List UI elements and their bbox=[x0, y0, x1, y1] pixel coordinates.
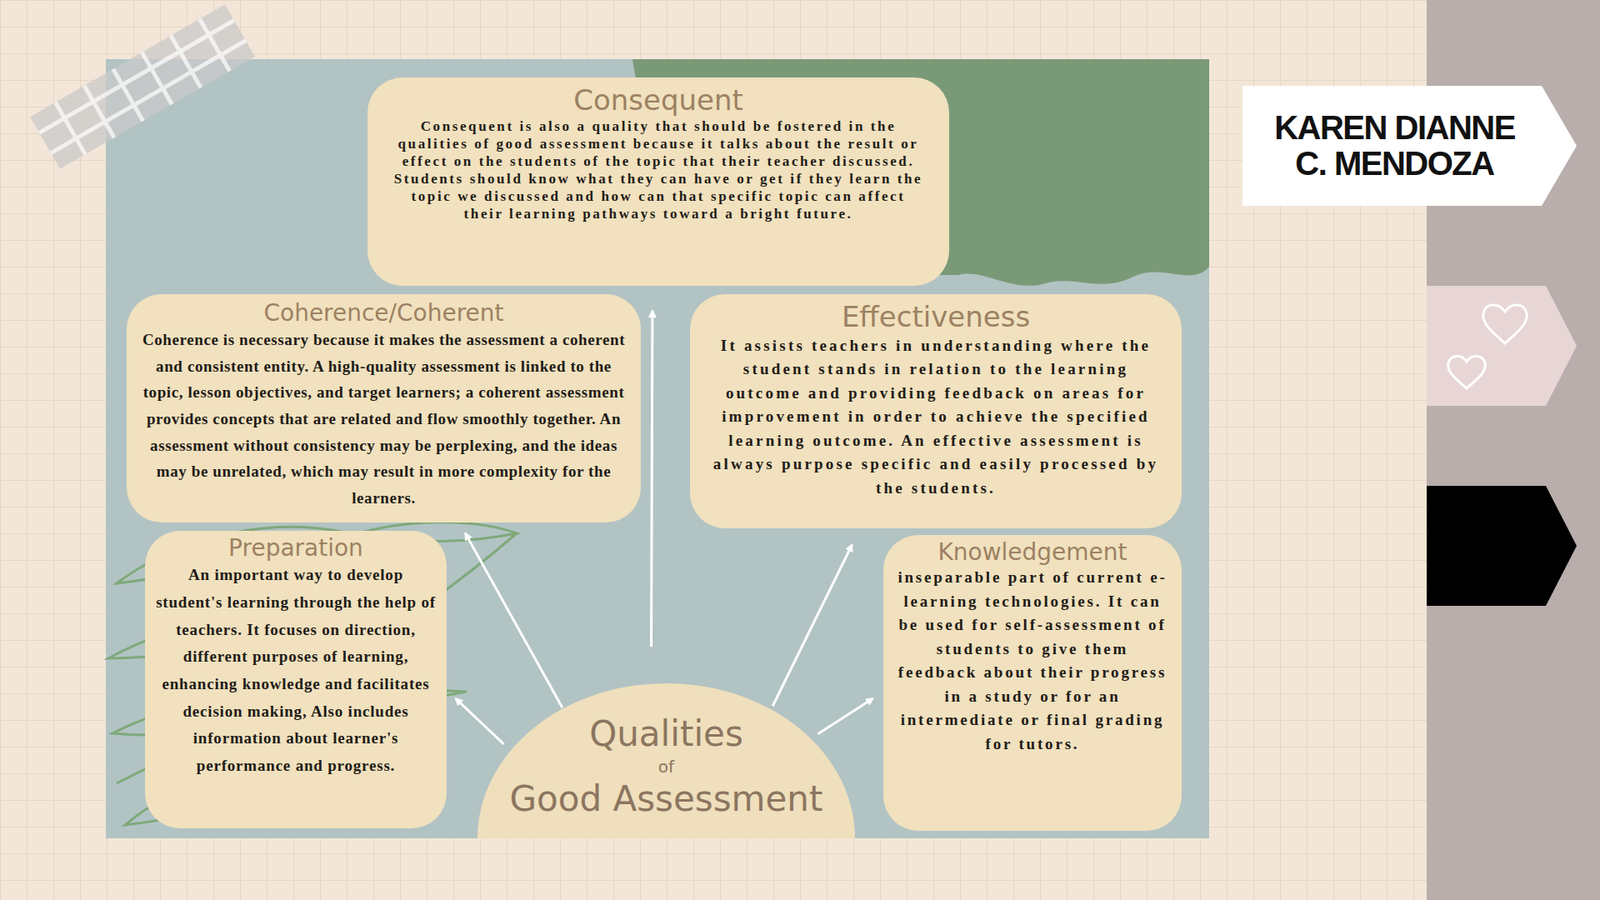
box-heading: Coherence/Coherent bbox=[136, 300, 631, 325]
box-body: Consequent is also a quality that should… bbox=[389, 117, 928, 223]
author-name: KAREN DIANNE C. MENDOZA bbox=[1255, 110, 1534, 182]
box-body: inseparable part of current e-learning t… bbox=[895, 565, 1170, 756]
dome-shape bbox=[477, 683, 855, 839]
dome-title: of bbox=[477, 753, 855, 780]
box-heading: Effectiveness bbox=[703, 302, 1169, 333]
box-body: It assists teachers in understanding whe… bbox=[703, 334, 1169, 501]
heart bbox=[1448, 355, 1486, 389]
tag-shape bbox=[1242, 85, 1577, 206]
arrow-connector bbox=[465, 533, 562, 708]
box-body: Coherence is necessary because it makes … bbox=[136, 326, 631, 511]
arrow-connector bbox=[772, 545, 852, 706]
heart bbox=[1483, 305, 1527, 344]
tape bbox=[30, 4, 255, 169]
pink-tab bbox=[1426, 285, 1577, 406]
dome-title: Good Assessment bbox=[477, 780, 855, 819]
dome-title: Qualities bbox=[477, 715, 855, 754]
black-tab bbox=[1426, 485, 1577, 606]
main-panel bbox=[105, 59, 1210, 839]
center-dome: QualitiesofGood Assessment bbox=[477, 683, 855, 839]
hearts bbox=[1448, 305, 1527, 389]
arrow-connector bbox=[817, 698, 873, 735]
quality-box: Knowledgementinseparable part of current… bbox=[883, 535, 1182, 831]
arrow-connector bbox=[455, 698, 505, 745]
quality-box: PreparationAn important way to develop s… bbox=[145, 530, 447, 829]
quality-box: ConsequentConsequent is also a quality t… bbox=[367, 77, 950, 286]
box-heading: Consequent bbox=[389, 85, 928, 116]
box-heading: Preparation bbox=[153, 535, 439, 560]
tape-strip bbox=[30, 4, 255, 169]
box-body: An important way to develop student's le… bbox=[153, 561, 439, 780]
name-tag: KAREN DIANNE C. MENDOZA bbox=[1242, 85, 1577, 206]
tape-plaid bbox=[30, 4, 255, 169]
quality-box: Coherence/CoherentCoherence is necessary… bbox=[126, 294, 641, 523]
arrow-connector bbox=[651, 310, 653, 647]
quality-box: EffectivenessIt assists teachers in unde… bbox=[690, 294, 1182, 529]
box-heading: Knowledgement bbox=[895, 540, 1170, 565]
